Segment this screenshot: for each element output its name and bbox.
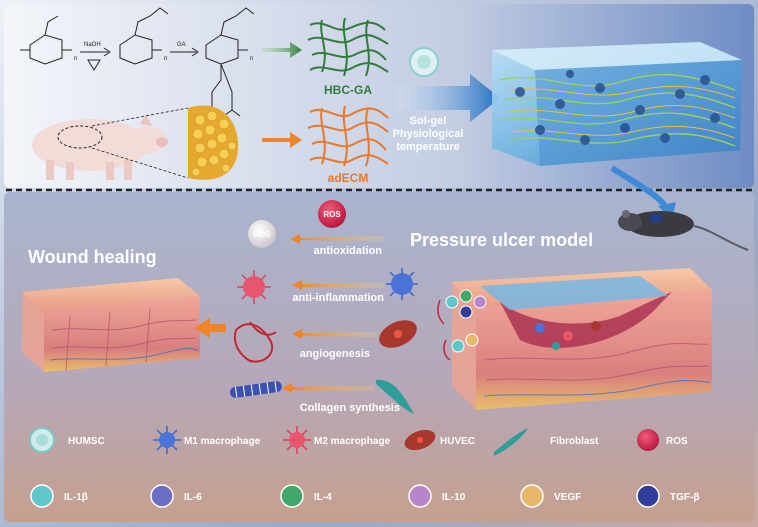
legend-cytokine-swatch	[408, 484, 432, 508]
sol-gel-line-1: Sol-gel	[410, 115, 447, 127]
green-arrow	[262, 42, 302, 58]
legend-m2-macrophage: M2 macrophage	[283, 426, 391, 454]
step-label-collagen-synthesis: Collagen synthesis	[300, 402, 400, 414]
sol-gel-text: Sol-gel Physiological temperature	[393, 115, 464, 153]
bottom-panel	[4, 192, 754, 522]
orange-arrow	[262, 132, 302, 148]
legend-cytokine-label: IL-4	[314, 492, 332, 503]
ros-molecule-grey: ROS	[248, 220, 276, 248]
legend-label-humsc: HUMSC	[68, 436, 105, 447]
step-label-angiogenesis: angiogenesis	[300, 348, 370, 360]
mouse-illustration	[618, 210, 749, 251]
legend-humsc: HUMSC	[29, 427, 105, 453]
sol-gel-line-2: Physiological	[393, 128, 464, 140]
ros-molecule-red: ROS	[318, 200, 346, 228]
pressure-ulcer-title: Pressure ulcer model	[410, 230, 593, 250]
step-antioxidation: antioxidation	[290, 234, 384, 257]
subscript-n-1: n	[74, 56, 77, 62]
legend-label-huvec: HUVEC	[440, 436, 475, 447]
pig-illustration	[32, 107, 189, 180]
legend-cytokine-item: IL-1β	[30, 484, 88, 508]
ulcer-cells	[535, 321, 601, 350]
adipose-tissue	[188, 105, 239, 180]
huvec-cell	[379, 320, 417, 348]
legend-huvec: HUVEC	[404, 429, 475, 451]
reaction-arrowhead-1	[103, 47, 111, 57]
ulcer-skin-block	[452, 268, 712, 410]
step-label-antioxidation: antioxidation	[314, 245, 383, 257]
ch2oh-group-1	[44, 15, 59, 36]
m2-macrophage-left	[237, 270, 271, 304]
step-anti-inflammation: anti-inflammation	[292, 280, 384, 304]
legend-cytokine-label: TGF-β	[670, 492, 699, 503]
hbcga-label: HBC-GA	[324, 83, 372, 97]
hydrogel-block	[492, 42, 742, 166]
legend-cytokine-label: VEGF	[554, 492, 581, 503]
legend-cytokine-item: TGF-β	[636, 484, 699, 508]
sol-gel-line-3: temperature	[396, 141, 460, 153]
legend-label-m2: M2 macrophage	[314, 436, 391, 447]
legend-label-ros: ROS	[666, 436, 688, 447]
legend-fibroblast: Fibroblast	[494, 428, 599, 456]
wound-healing-title: Wound healing	[28, 247, 157, 267]
humsc-cell-top	[409, 47, 439, 77]
healed-skin-block	[22, 278, 200, 372]
blood-vessel-network	[234, 321, 277, 363]
healing-arrow	[194, 318, 226, 338]
legend-cytokine-label: IL-6	[184, 492, 202, 503]
legend-cytokine-item: IL-4	[280, 484, 332, 508]
subscript-n-2: n	[164, 56, 167, 62]
adecm-label: adECM	[328, 171, 369, 185]
reaction-text: NaOH GA n n n	[74, 42, 253, 62]
legend-row-1: HUMSC M1 macrophage M2 macrophage HUVEC	[29, 426, 688, 456]
sol-gel-arrow	[396, 74, 500, 122]
hbcga-network	[307, 17, 389, 77]
hydroxybutyl-chain-2	[134, 7, 169, 36]
legend-cytokine-swatch	[280, 484, 304, 508]
epoxide-ring	[87, 59, 101, 71]
adecm-network	[307, 105, 389, 167]
legend-cytokine-swatch	[150, 484, 174, 508]
reagent-ga: GA	[177, 42, 186, 48]
legend-row-2: IL-1β IL-6 IL-4 IL-10 VEGF TGF-β	[30, 484, 699, 508]
legend-m1-macrophage: M1 macrophage	[153, 426, 261, 454]
m1-macrophage-right	[386, 268, 418, 300]
ros-label-grey: ROS	[253, 230, 271, 239]
ros-label-red: ROS	[323, 210, 341, 219]
fibroblast-cell	[376, 379, 414, 414]
legend-label-fibroblast: Fibroblast	[550, 436, 599, 447]
legend-label-m1: M1 macrophage	[184, 436, 261, 447]
step-angiogenesis: angiogenesis	[292, 329, 378, 360]
legend-cytokine-item: VEGF	[520, 484, 581, 508]
reagent-naoh: NaOH	[84, 42, 101, 48]
legend-cytokine-swatch	[30, 484, 54, 508]
cytokine-bubbles	[437, 289, 487, 361]
legend-cytokine-swatch	[520, 484, 544, 508]
legend-cytokine-item: IL-10	[408, 484, 466, 508]
legend-cytokine-label: IL-10	[442, 492, 466, 503]
reaction-arrowhead-2	[191, 47, 199, 57]
step-collagen-synthesis: Collagen synthesis	[282, 383, 400, 414]
legend-cytokine-swatch	[636, 484, 660, 508]
legend-cytokine-item: IL-6	[150, 484, 202, 508]
legend-cytokine-label: IL-1β	[64, 492, 88, 503]
collagen-fiber	[230, 381, 282, 398]
legend-ros: ROS	[637, 429, 688, 451]
subscript-n-3: n	[250, 56, 253, 62]
hydroxybutyl-chain-3	[220, 7, 255, 36]
step-label-anti-inflammation: anti-inflammation	[292, 292, 384, 304]
